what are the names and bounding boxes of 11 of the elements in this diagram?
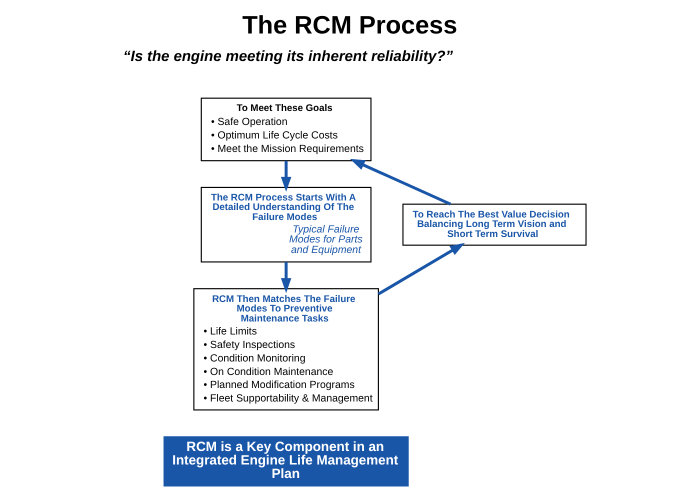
- node-box: The RCM Process Starts With A Detailed Understanding Of The Failure Modes Typical Failure Modes for Parts and Equipment: [200, 186, 372, 262]
- node-box: To Meet These Goals • Safe Operation • Optimum Life Cycle Costs • Meet the Mission Requirements: [200, 98, 372, 162]
- arrow: [377, 242, 464, 296]
- node-box: To Reach The Best Value Decision Balancing Long Term Vision and Short Term Survival: [402, 204, 586, 246]
- diagram-title: The RCM Process: [242, 12, 457, 40]
- arrow: [280, 160, 291, 192]
- node-box: RCM Then Matches The Failure Modes To Preventive Maintenance Tasks • Life Limits • Safety Inspections • Condition Monitoring • On Condition Maintenance • Planned Modification Programs • Fleet Supportability & Management: [192, 288, 378, 411]
- label: “Is the engine meeting its inherent reliability?”: [122, 48, 452, 65]
- label: RCM is a Key Component in an Integrated Engine Life Management Plan: [172, 439, 398, 481]
- arrow: [349, 158, 451, 206]
- arrow: [280, 262, 291, 294]
